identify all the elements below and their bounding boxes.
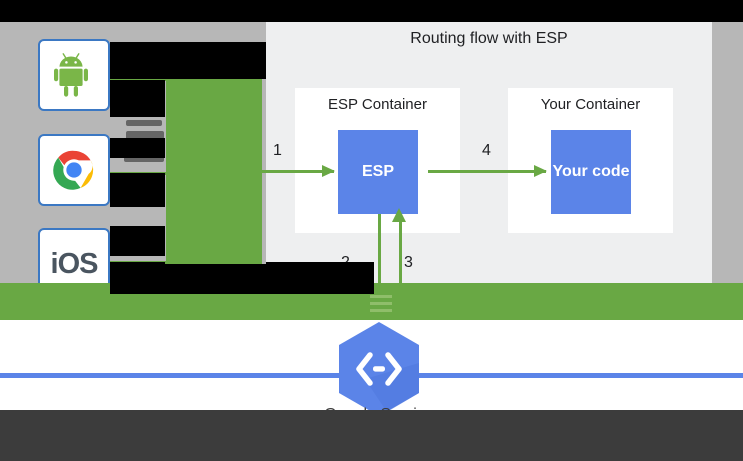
obscured-text-fragment	[126, 120, 162, 126]
step-number-3: 3	[404, 254, 413, 271]
endpoints-hexagon-icon	[339, 322, 419, 416]
arrow-step-2	[378, 214, 381, 326]
connector-android	[108, 78, 168, 81]
occlusion-block	[110, 80, 165, 117]
service-control-hexagon	[337, 321, 421, 417]
your-code-node: Your code	[551, 130, 631, 214]
step-number-1: 1	[273, 142, 282, 159]
step-number-4: 4	[482, 142, 491, 159]
client-tile-chrome	[38, 134, 110, 206]
client-tile-android	[38, 39, 110, 111]
occlusion-block	[110, 138, 165, 158]
arrow-step-1	[262, 165, 335, 177]
arrowhead-step-3	[392, 208, 406, 222]
chrome-icon	[53, 150, 94, 190]
occlusion-block	[110, 42, 266, 79]
esp-container-label: ESP Container	[328, 96, 427, 113]
obscured-text-fragment	[126, 131, 164, 142]
occlusion-block	[110, 226, 165, 256]
obscured-text-fragment	[124, 128, 154, 132]
green-tick-mark	[370, 309, 392, 312]
esp-node: ESP	[338, 130, 418, 214]
dark-footer-overlay	[0, 410, 743, 461]
arrow-step-4	[428, 165, 547, 177]
your-container-label: Your Container	[540, 96, 641, 113]
green-backend-slab	[166, 79, 262, 264]
arrow-step-3	[399, 214, 402, 326]
android-icon	[54, 53, 88, 97]
occlusion-block	[266, 262, 374, 294]
green-tick-mark	[370, 302, 392, 305]
occlusion-block	[110, 173, 165, 207]
right-gray-band	[712, 22, 743, 283]
obscured-text-fragment	[124, 162, 144, 166]
panel-title: Routing flow with ESP	[410, 30, 568, 47]
ios-label: iOS	[50, 247, 99, 280]
green-tick-mark	[370, 295, 392, 298]
occlusion-block-top	[0, 0, 743, 22]
